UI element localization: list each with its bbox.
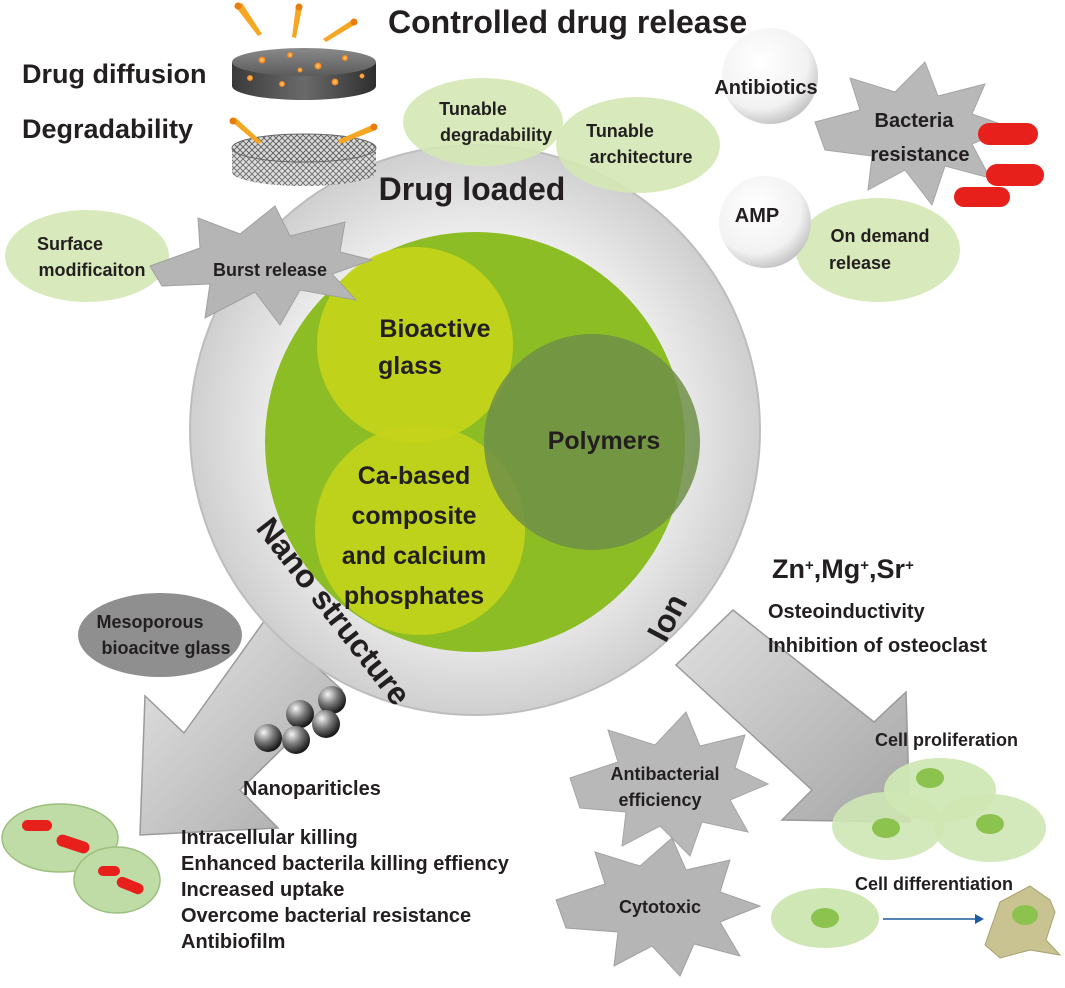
release-rays-top	[234, 2, 358, 42]
nano-effect-item: Antibiofilm	[181, 931, 285, 953]
mesoporous-label-2: bioacitve glass	[101, 638, 230, 658]
polymers-circle	[484, 334, 700, 550]
tunable-degradability-label-1: Tunable	[439, 99, 507, 119]
degradability-label: Degradability	[22, 114, 193, 144]
proliferating-cells	[832, 758, 1046, 862]
tunable-architecture-label-2: architecture	[589, 147, 692, 167]
surface-modification-label-1: Surface	[37, 234, 103, 254]
bacterium-pill	[978, 123, 1038, 145]
cytotoxic-star	[555, 837, 762, 977]
amp-disc	[719, 176, 811, 268]
ion-effect-osteoclast: Inhibition of osteoclast	[768, 635, 987, 657]
drug-diffusion-label: Drug diffusion	[22, 59, 206, 89]
ca-based-label-1: Ca-based	[358, 462, 471, 490]
drug-disk-solid	[232, 48, 376, 100]
burst-release-label: Burst release	[213, 260, 327, 280]
antibacterial-star	[569, 711, 770, 857]
antibiotics-label: Antibiotics	[714, 77, 817, 99]
bacteria-resistance-label-1: Bacteria	[875, 110, 955, 132]
nano-effect-item: Overcome bacterial resistance	[181, 905, 471, 927]
tunable-architecture-label-1: Tunable	[586, 121, 654, 141]
ions-label: Zn+,Mg+,Sr+	[772, 554, 914, 584]
bioactive-glass-label-1: Bioactive	[379, 315, 490, 343]
bacterium-pill	[954, 187, 1010, 207]
cell-differentiation-label: Cell differentiation	[855, 874, 1013, 894]
drug-loaded-label: Drug loaded	[379, 171, 566, 207]
amp-label: AMP	[735, 205, 779, 227]
bacterium-pill	[986, 164, 1044, 186]
surface-modification-bubble	[5, 210, 169, 302]
surface-modification-label-2: modificaiton	[39, 260, 146, 280]
differentiation-arrow	[883, 914, 984, 924]
ca-based-label-2: composite	[351, 502, 476, 530]
mesh-disk	[231, 133, 377, 186]
on-demand-release-bubble	[796, 198, 960, 302]
tunable-degradability-bubble	[403, 78, 563, 166]
nano-effect-item: Enhanced bacterila killing effiency	[181, 853, 510, 875]
release-rays-mesh	[229, 117, 378, 144]
cytotoxic-label: Cytotoxic	[619, 897, 701, 917]
bioactive-glass-label-2: glass	[378, 352, 442, 380]
antibacterial-label-2: efficiency	[618, 790, 701, 810]
bioactive-glass-circle	[317, 247, 513, 443]
bacteria-resistance-label-2: resistance	[871, 144, 970, 166]
nano-effect-item: Intracellular killing	[181, 827, 358, 849]
nano-effect-item: Increased uptake	[181, 879, 344, 901]
on-demand-release-label-2: release	[829, 253, 891, 273]
polymers-label: Polymers	[548, 427, 661, 455]
ca-based-circle	[315, 425, 525, 635]
mesoporous-label-1: Mesoporous	[96, 612, 203, 632]
antibacterial-label-1: Antibacterial	[610, 764, 719, 784]
ca-based-label-3: and calcium	[342, 542, 487, 570]
nanoparticles-cluster	[254, 686, 346, 754]
undifferentiated-cell	[771, 888, 879, 948]
antibiotics-disc	[722, 28, 818, 124]
ion-effect-osteoinductivity: Osteoinductivity	[768, 601, 926, 623]
on-demand-release-label-1: On demand	[830, 226, 929, 246]
tunable-architecture-bubble	[556, 97, 720, 193]
nanoparticles-label: Nanopariticles	[243, 778, 381, 800]
cell-proliferation-label: Cell proliferation	[875, 730, 1018, 750]
differentiated-cell	[984, 885, 1062, 959]
burst-release-star	[149, 205, 374, 326]
infected-cell	[73, 846, 161, 914]
mesoporous-bubble	[78, 593, 242, 677]
tunable-degradability-label-2: degradability	[440, 125, 552, 145]
controlled-release-title: Controlled drug release	[388, 4, 747, 40]
nano-effects-list: Intracellular killing Enhanced bacterila…	[181, 827, 510, 953]
ca-based-label-4: phosphates	[344, 582, 484, 610]
